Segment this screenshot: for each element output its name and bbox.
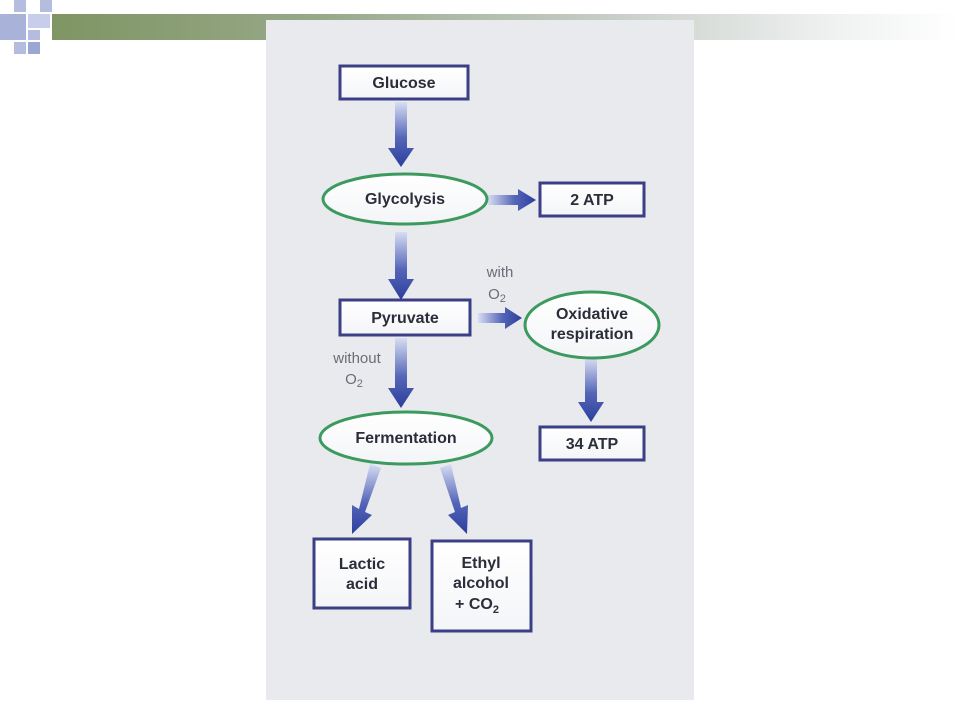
arrow-fermentation-to-ethyl-alcohol bbox=[440, 464, 468, 534]
node-atp2-label: 2 ATP bbox=[570, 192, 614, 209]
deco-square bbox=[28, 42, 40, 54]
arrow-pyruvate-to-oxidative bbox=[478, 307, 522, 329]
node-fermentation: Fermentation bbox=[318, 410, 494, 466]
arrow-glycolysis-to-atp bbox=[488, 189, 536, 211]
arrow-glucose-to-glycolysis bbox=[388, 102, 414, 167]
node-pyruvate-label: Pyruvate bbox=[371, 310, 439, 327]
node-glucose-label: Glucose bbox=[372, 75, 435, 92]
deco-square bbox=[40, 0, 52, 12]
deco-square bbox=[0, 14, 26, 40]
arrow-pyruvate-to-fermentation bbox=[388, 338, 414, 408]
arrow-oxidative-to-atp bbox=[578, 358, 604, 422]
node-oxidative-line2: respiration bbox=[551, 326, 634, 343]
deco-square bbox=[14, 0, 26, 12]
node-lactic-acid-line2: acid bbox=[346, 576, 378, 593]
node-ethyl-alcohol-line1: Ethyl bbox=[461, 555, 500, 572]
node-ethyl-alcohol-line2: alcohol bbox=[453, 575, 509, 592]
condition-without-line1: without bbox=[332, 350, 381, 367]
diagram-panel: Glucose 2 ATP Pyruvate 34 ATP Lactic aci… bbox=[266, 20, 694, 700]
node-lactic-acid-line1: Lactic bbox=[339, 556, 385, 573]
node-atp34: 34 ATP bbox=[538, 425, 646, 462]
arrow-glycolysis-to-pyruvate bbox=[388, 232, 414, 300]
condition-with-line2: O2 bbox=[488, 286, 506, 305]
node-atp2: 2 ATP bbox=[538, 181, 646, 218]
node-oxidative-line1: Oxidative bbox=[556, 306, 628, 323]
node-atp34-label: 34 ATP bbox=[566, 436, 619, 453]
node-oxidative-respiration: Oxidative respiration bbox=[523, 290, 661, 360]
deco-square bbox=[28, 14, 50, 28]
condition-without-o2: without O2 bbox=[332, 350, 381, 390]
node-fermentation-label: Fermentation bbox=[355, 430, 456, 447]
node-ethyl-alcohol-line3: + CO2 bbox=[455, 596, 499, 616]
respiration-flowchart: Glucose 2 ATP Pyruvate 34 ATP Lactic aci… bbox=[312, 64, 661, 633]
arrow-fermentation-to-lactic-acid bbox=[352, 464, 381, 534]
node-lactic-acid: Lactic acid bbox=[312, 537, 412, 610]
deco-square bbox=[14, 42, 26, 54]
condition-with-o2: with O2 bbox=[486, 264, 514, 305]
condition-without-line2: O2 bbox=[345, 371, 363, 390]
condition-with-line1: with bbox=[486, 264, 514, 281]
arrows bbox=[352, 102, 604, 534]
deco-square bbox=[28, 30, 40, 40]
node-glycolysis-label: Glycolysis bbox=[365, 191, 445, 208]
node-ethyl-alcohol: Ethyl alcohol + CO2 bbox=[430, 539, 533, 633]
node-glucose: Glucose bbox=[338, 64, 470, 101]
node-glycolysis: Glycolysis bbox=[321, 172, 489, 226]
node-pyruvate: Pyruvate bbox=[338, 298, 472, 337]
